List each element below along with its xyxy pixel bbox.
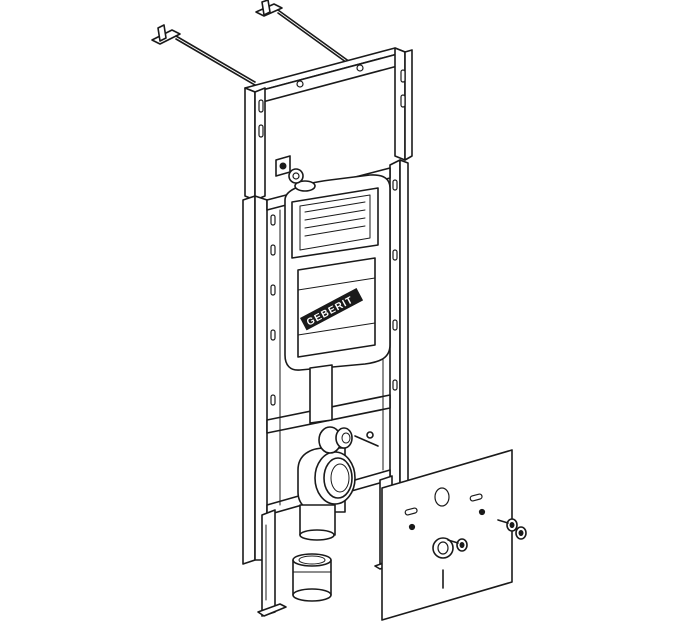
wall-anchor-left [151, 24, 256, 86]
insulation-board [381, 449, 513, 621]
drain-connector [297, 447, 356, 541]
bolt-right [497, 518, 527, 540]
cistern: GEBERIT [275, 155, 391, 371]
mounting-bolts [447, 518, 527, 552]
bolt-left [447, 538, 468, 552]
loose-pipe-fitting [292, 553, 332, 602]
upper-extension-frame [244, 47, 413, 201]
insulation-board-top-hole [434, 487, 450, 507]
actuator-grid [304, 201, 366, 237]
wall-anchor-right [255, 0, 351, 66]
supply-connection [318, 426, 379, 454]
flush-pipe [309, 364, 333, 424]
